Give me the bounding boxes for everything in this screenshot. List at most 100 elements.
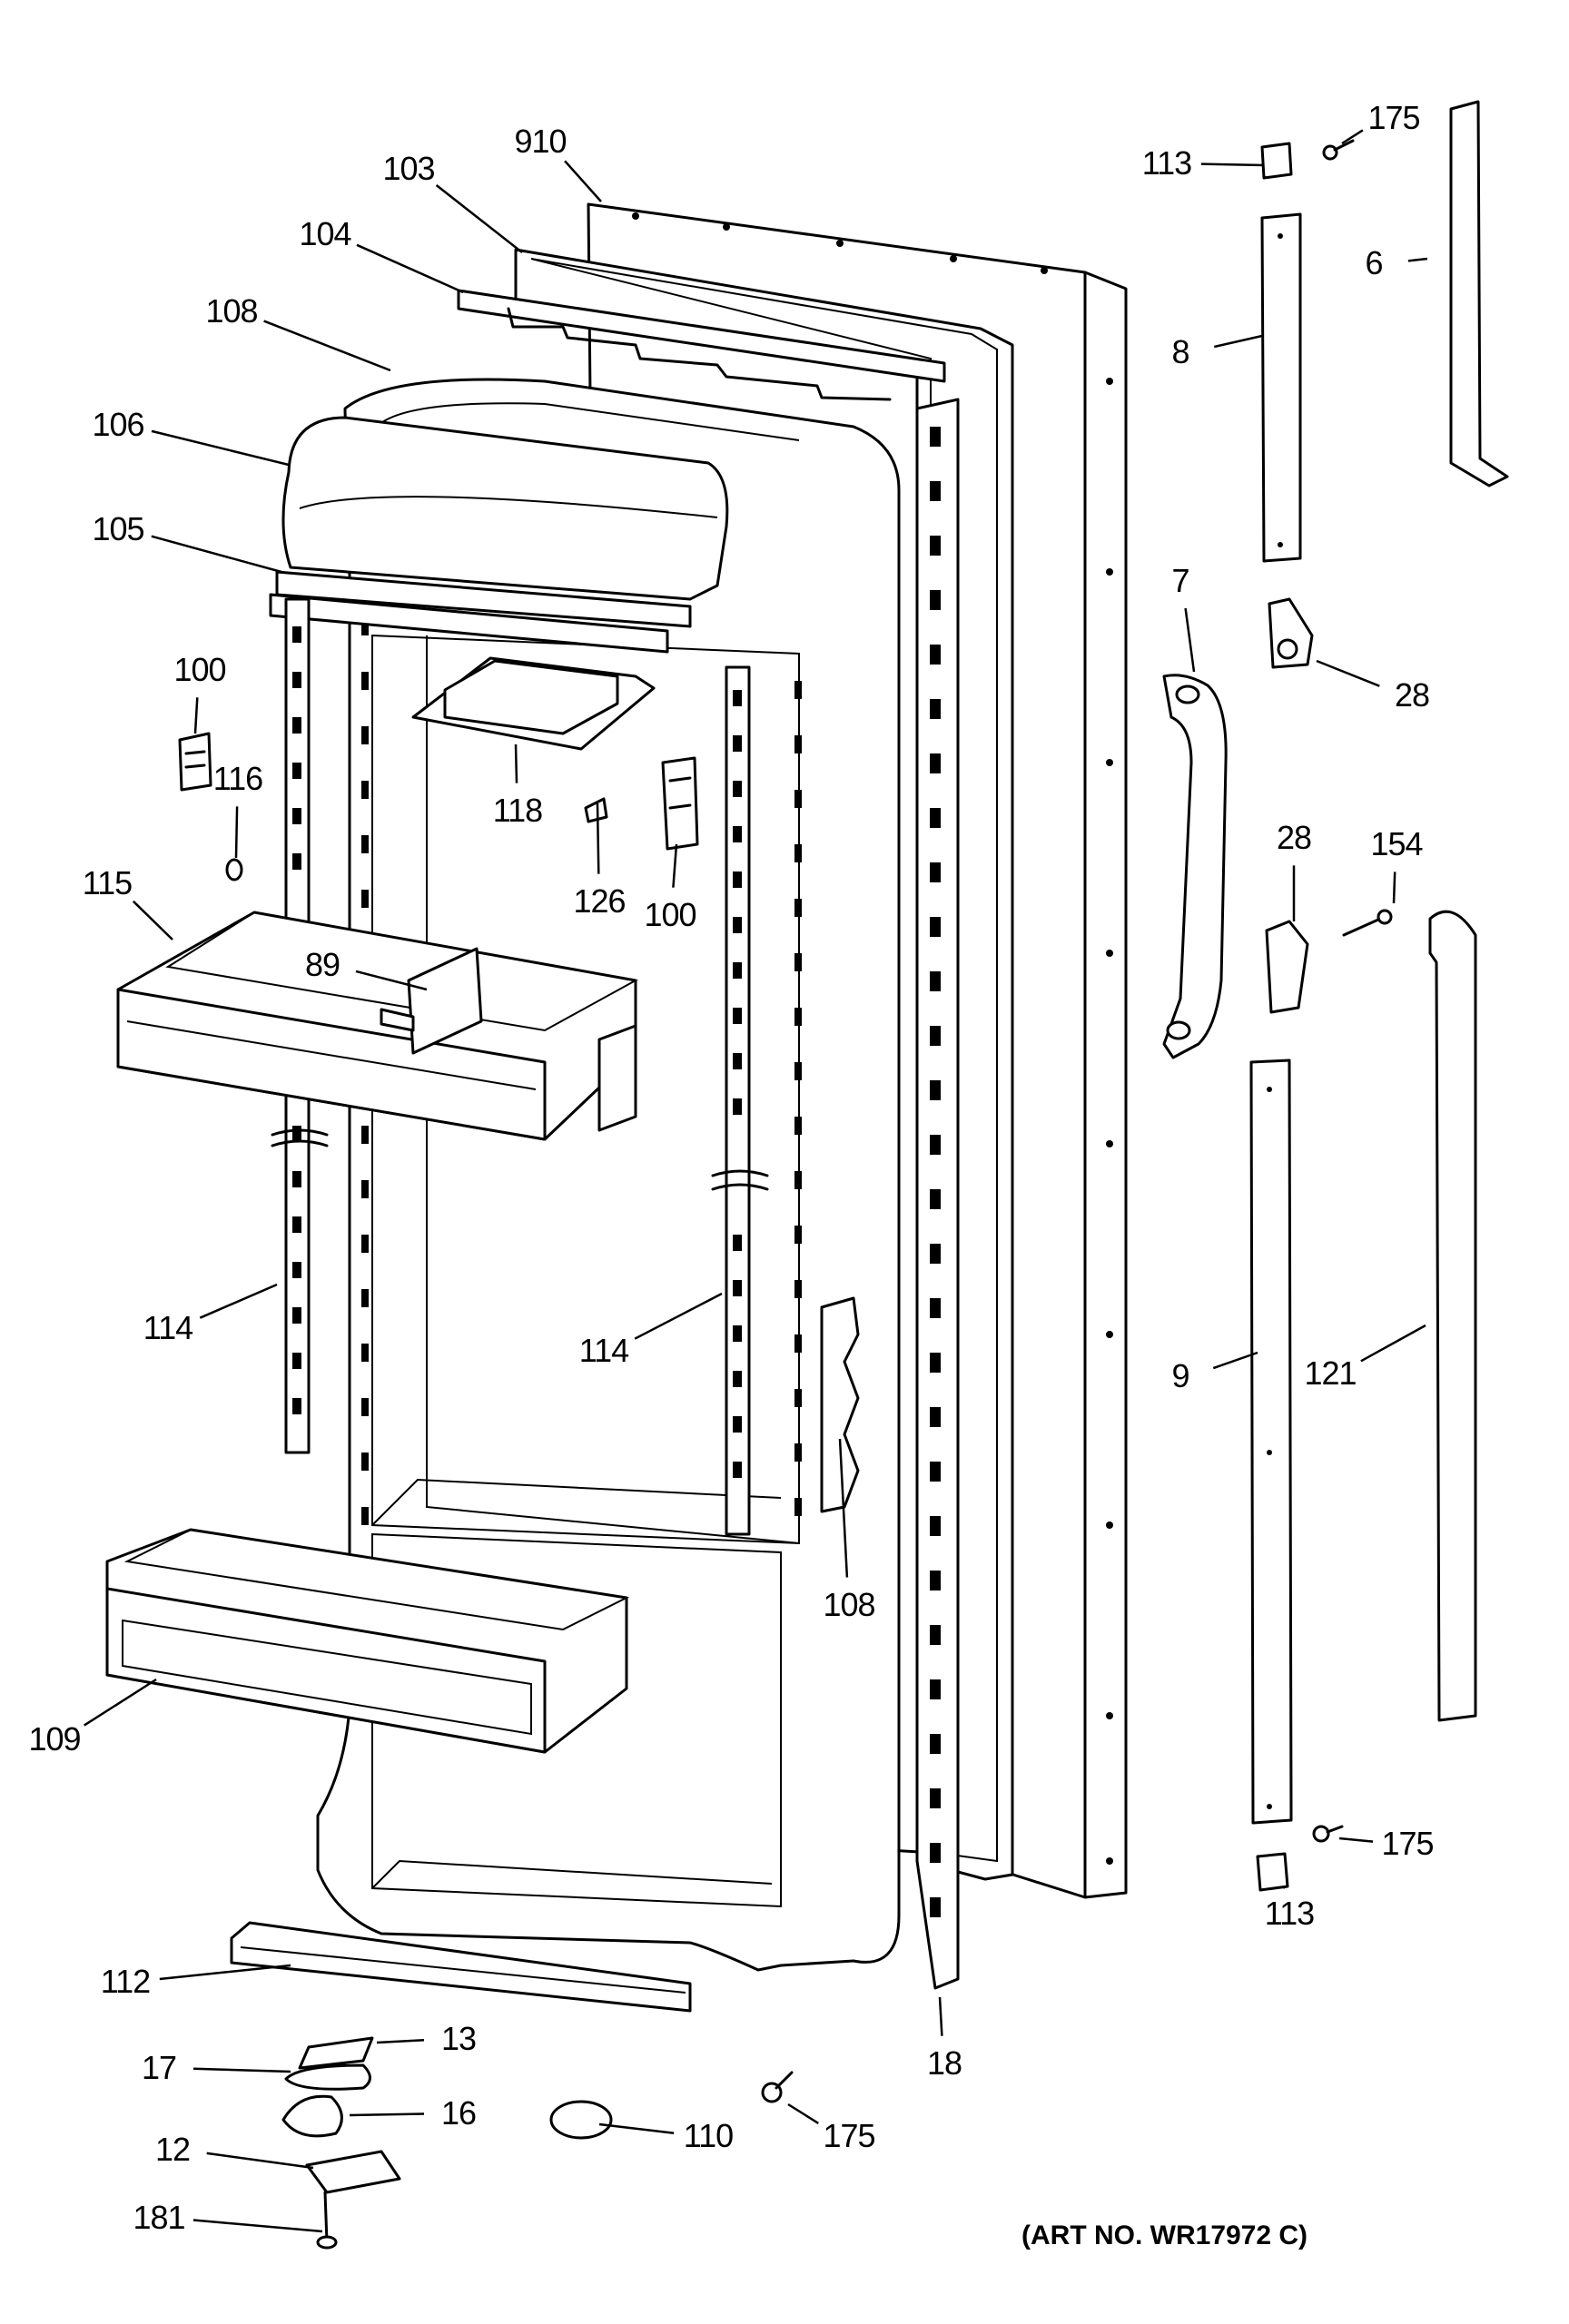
callout-c126: 126: [573, 882, 625, 920]
callout-c8: 8: [1171, 333, 1189, 370]
callout-c113b: 113: [1265, 1895, 1314, 1932]
callout-c175b: 175: [1367, 99, 1419, 136]
callout-c103: 103: [382, 150, 434, 187]
screw-181: [316, 2191, 338, 2250]
callout-c113a: 113: [1142, 144, 1191, 182]
callout-c28b: 28: [1277, 819, 1311, 856]
leader-line-c89: [355, 970, 428, 991]
leader-line-c18: [938, 1996, 943, 2036]
callout-c9: 9: [1171, 1357, 1189, 1394]
hinge-spacer-17: [284, 2063, 371, 2091]
leader-line-c6: [1407, 257, 1428, 262]
hinge-28-lower: [1265, 920, 1309, 1014]
leader-line-c181: [192, 2219, 323, 2233]
callout-c112: 112: [101, 1963, 150, 2000]
hinge-shim-13: [298, 2036, 374, 2070]
callout-c910: 910: [514, 123, 566, 160]
screw-175-lower: [1312, 1825, 1344, 1843]
leader-line-c114a: [199, 1283, 278, 1319]
handle-trim-121: [1428, 910, 1477, 1722]
lower-door-bin: [105, 1528, 630, 1754]
callout-c118: 118: [493, 792, 542, 829]
callout-c17: 17: [142, 2049, 176, 2086]
leader-line-c154: [1392, 872, 1396, 904]
callout-c89: 89: [305, 946, 340, 983]
upper-door-bin: [116, 911, 638, 1141]
clip-116: [225, 858, 243, 881]
leader-line-c17: [192, 2067, 291, 2073]
callout-c28a: 28: [1395, 676, 1429, 714]
leader-line-c113b: [1282, 1886, 1286, 1889]
handle-mount-bar-9: [1249, 1059, 1293, 1825]
bottom-trim: [230, 1921, 692, 2013]
hinge-cam-16: [281, 2094, 343, 2138]
clip-126: [584, 797, 608, 823]
leader-line-c116: [234, 806, 239, 859]
door-handle-7: [1162, 674, 1228, 1059]
leader-line-c175c: [1338, 1837, 1374, 1843]
callout-c110: 110: [684, 2117, 733, 2154]
leader-line-c110: [598, 2122, 675, 2134]
leader-line-c126: [596, 803, 600, 874]
leader-line-c113a: [1200, 162, 1265, 167]
leader-line-c105: [151, 535, 282, 574]
leader-line-c12: [206, 2152, 314, 2170]
callout-c18: 18: [927, 2044, 962, 2082]
leader-line-c910: [564, 160, 602, 202]
callout-c181: 181: [133, 2199, 184, 2236]
handle-mount-cap-113-bottom: [1256, 1852, 1289, 1892]
screw-175-top: [1322, 139, 1355, 161]
leader-line-c28a: [1316, 659, 1380, 687]
handle-mount-cap-113-top: [1260, 142, 1293, 180]
leader-line-c121: [1360, 1324, 1426, 1363]
hinge-bracket-12: [305, 2150, 401, 2194]
callout-c100a: 100: [173, 651, 225, 688]
leader-line-c100a: [193, 697, 199, 734]
leader-line-c16: [349, 2112, 425, 2117]
callout-c106: 106: [92, 406, 143, 443]
callout-c175a: 175: [823, 2117, 874, 2154]
screw-175-bottom: [761, 2071, 794, 2103]
leader-line-c103: [435, 184, 523, 253]
leader-line-c7: [1184, 607, 1196, 673]
leader-line-c100b: [672, 843, 678, 888]
leader-line-c108a: [263, 320, 391, 372]
callout-c6: 6: [1365, 244, 1382, 281]
callout-c175c: 175: [1381, 1825, 1433, 1862]
callout-c115: 115: [83, 864, 132, 901]
callout-c109: 109: [28, 1720, 80, 1758]
leader-line-c175b: [1341, 129, 1364, 145]
top-trim-strip: [457, 289, 946, 401]
callout-c7: 7: [1171, 562, 1189, 599]
callout-c12: 12: [155, 2131, 190, 2168]
leader-line-c106: [151, 429, 290, 467]
leader-line-c112: [159, 1964, 291, 1981]
leader-line-c115: [132, 900, 173, 940]
callout-c116: 116: [213, 760, 262, 797]
handle-mount-bar-8: [1260, 212, 1302, 563]
callout-c13: 13: [441, 2020, 476, 2057]
callout-c104: 104: [299, 215, 350, 252]
leader-line-c13: [376, 2039, 425, 2044]
liner-edge-strip: [915, 398, 960, 1990]
callout-c16: 16: [441, 2094, 476, 2132]
callout-c114a: 114: [143, 1309, 192, 1346]
callout-c114b: 114: [579, 1332, 628, 1369]
leader-line-c104: [356, 243, 464, 294]
callout-c108b: 108: [823, 1586, 874, 1623]
hinge-28-top: [1268, 597, 1314, 669]
shelf-rail-right: [711, 665, 769, 1536]
screw-154: [1342, 909, 1393, 937]
callout-c121: 121: [1304, 1354, 1356, 1392]
leader-line-c114b: [634, 1292, 723, 1340]
callout-c105: 105: [92, 510, 143, 547]
dairy-compartment-cover: [269, 416, 729, 654]
shelf-clip-left: [178, 732, 212, 792]
shelf-clip-right: [661, 756, 699, 851]
callout-c100b: 100: [644, 896, 696, 933]
callout-c154: 154: [1370, 825, 1422, 862]
leader-line-c118: [514, 743, 518, 783]
handle-trim-6: [1449, 100, 1509, 487]
